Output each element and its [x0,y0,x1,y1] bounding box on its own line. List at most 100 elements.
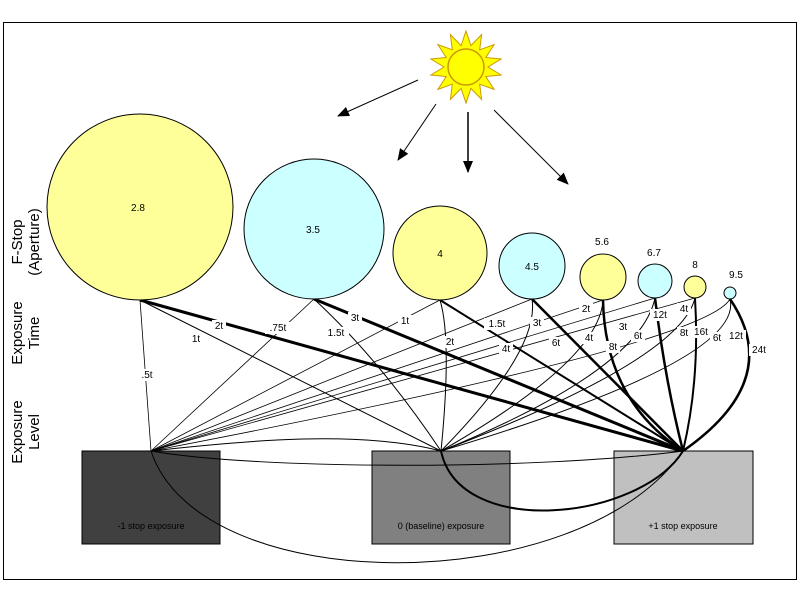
row-label-fstop-line1: F-Stop [9,219,26,264]
edge-3-to-2 [531,298,684,452]
edge-label-4-to-2: 8t [609,342,618,353]
fstop-circle [637,263,673,299]
edge-2-to-0 [150,299,441,452]
exposure-level-boxes: -1 stop exposure 0 (baseline) exposure +1 … [81,450,754,545]
fstop-label: 2.8 [131,203,145,214]
edge-label-bg [579,303,593,315]
edge-label-6-to-2: 16t [694,327,708,338]
edge-0-to-2 [139,298,684,453]
edge-label-0-to-2: 2t [215,321,224,332]
edge-label-bg [631,330,645,342]
edge-label-6-to-1: 8t [680,328,689,339]
exposure-level-label: +1 stop exposure [648,521,717,531]
edge-label-bg [443,336,457,348]
edge-0-to-1 [139,299,442,452]
row-label-time: Exposure Time [9,301,43,364]
fstop-label: 4.5 [525,262,539,273]
edge-label-bg [348,312,362,324]
fstop-9-5: 9.5 [723,270,743,300]
edge-2-to-2 [439,299,684,452]
fstop-label: 5.6 [595,237,609,248]
edge-4-to-1 [440,299,604,452]
fstop-3-5: 3.5 [243,158,385,300]
exposure-level-label: -1 stop exposure [117,521,184,531]
edge-label-bg [398,315,412,327]
edge-label-3-to-0: 1.5t [489,319,506,330]
row-label-level-line2: Level [26,414,43,450]
fstop-circle [683,275,707,299]
edge-label-bg [749,344,769,356]
edge-label-4-to-1: 4t [585,333,594,344]
edge-label-bg [484,318,510,330]
edge-label-1-to-2: 3t [351,313,360,324]
fstop-circles: 2.8 3.5 4 4.5 5.6 6.7 8 9.5 [46,113,743,301]
edge-label-bg [616,321,630,333]
level-connector-2 [150,450,684,564]
edge-6-to-0 [150,297,696,452]
edge-label-4-to-0: 2t [582,304,591,315]
edge-label-7-to-0: 6t [713,333,722,344]
edge-6-to-2 [682,297,698,452]
edge-1-to-1 [313,298,442,452]
edge-4-to-0 [150,299,604,452]
edge-label-7-to-1: 12t [729,331,743,342]
fstop-4-5: 4.5 [498,232,566,300]
edge-label-0-to-1: 1t [192,334,201,345]
exposure-level-label: 0 (baseline) exposure [398,521,485,531]
exposure-time-edges [139,297,751,564]
edge-3-to-0 [150,298,533,452]
row-label-fstop: F-Stop (Aperture) [9,208,43,276]
edge-label-bg [189,333,203,345]
edge-3-to-1 [440,298,534,452]
edge-label-bg [650,309,670,321]
exposure-level-box-2: +1 stop exposure [613,450,754,545]
light-arrow-4 [493,109,569,185]
fstop-2-8: 2.8 [46,113,234,301]
fstop-label: 6.7 [647,248,661,259]
edge-label-bg [530,317,544,329]
light-arrow-2 [397,103,437,161]
edge-7-to-0 [150,298,731,452]
edge-label-6-to-0: 4t [680,304,689,315]
edge-2-to-1 [439,299,447,452]
edge-label-bg [677,327,691,339]
sun-icon [429,29,503,105]
exposure-level-box-1: 0 (baseline) exposure [371,450,511,545]
edge-label-bg [710,332,724,344]
edge-label-bg [606,341,620,353]
sun-disc [447,48,485,86]
fstop-label: 3.5 [306,225,320,236]
edge-label-0-to-0: .5t [141,370,152,381]
edge-label-5-to-0: 3t [619,322,628,333]
fstop-circle [498,232,566,300]
exposure-level-rect [613,450,754,545]
edge-label-2-to-1: 2t [446,337,455,348]
fstop-8: 8 [683,260,707,299]
fstop-circle [392,205,488,301]
edge-label-7-to-2: 24t [752,345,766,356]
edge-5-to-1 [440,297,656,452]
edge-label-bg [137,369,157,381]
fstop-circle [723,286,737,300]
edge-label-1-to-0: .75t [270,323,287,334]
edge-label-5-to-1: 6t [634,331,643,342]
level-connector-4 [150,438,442,452]
fstop-4: 4 [392,205,488,301]
edge-label-bg [726,330,746,342]
edge-1-to-2 [313,297,684,453]
edge-label-bg [691,326,711,338]
edge-7-to-2 [682,298,751,453]
edge-5-to-0 [150,297,656,452]
edge-label-2-to-0: 1t [401,316,410,327]
row-label-time-line1: Exposure [9,301,26,364]
level-connector-3 [440,450,684,512]
edge-label-3-to-2: 6t [552,338,561,349]
exposure-level-box-0: -1 stop exposure [81,450,221,545]
fstop-label: 8 [692,260,698,271]
edge-label-5-to-2: 12t [653,310,667,321]
row-label-time-line2: Time [26,317,43,350]
light-arrows [337,79,569,185]
fstop-circle [579,253,627,301]
